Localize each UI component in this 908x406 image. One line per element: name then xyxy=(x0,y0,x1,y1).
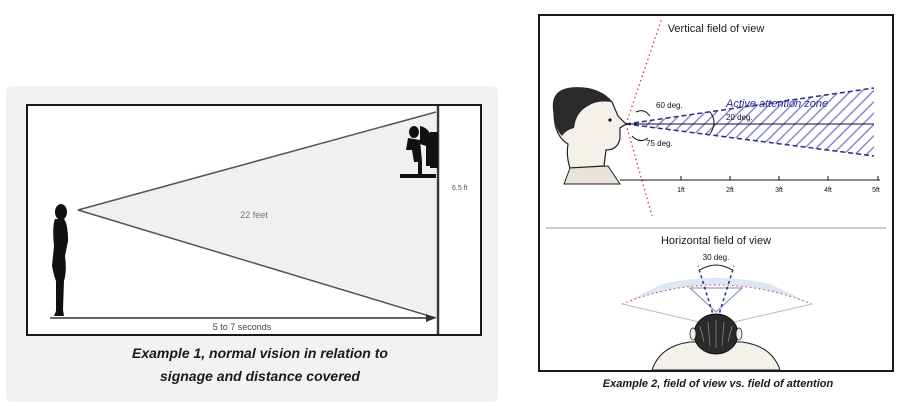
angle-75-arc xyxy=(631,135,649,142)
angle-30-arc xyxy=(699,264,733,271)
height-label: 6.5 ft xyxy=(452,185,468,192)
tick-label-4ft: 4ft xyxy=(824,187,832,194)
horizontal-attention-right xyxy=(715,265,735,325)
example1-svg: 22 feet 5 to 7 seconds 6.5 ft xyxy=(50,106,468,334)
angle-75-label: 75 deg. xyxy=(646,139,673,148)
fov-upper-line xyxy=(625,17,663,125)
example1-diagram: 22 feet 5 to 7 seconds 6.5 ft xyxy=(26,104,482,336)
axis-ticks xyxy=(680,176,879,180)
distance-label: 22 feet xyxy=(240,210,268,220)
tick-label-1ft: 1ft xyxy=(677,187,685,194)
sight-line-bottom xyxy=(77,209,437,319)
caption1-line1: Example 1, normal vision in relation to xyxy=(132,345,388,361)
angle-60-label: 60 deg. xyxy=(656,101,683,110)
attention-label: Active attention zone xyxy=(725,98,828,110)
sight-cone xyxy=(78,112,436,316)
head-topdown-icon xyxy=(651,313,781,371)
head-profile-icon xyxy=(552,87,627,185)
example1-caption: Example 1, normal vision in relation to … xyxy=(60,342,460,388)
tick-label-2ft: 2ft xyxy=(726,187,734,194)
tick-label-3ft: 3ft xyxy=(775,187,783,194)
desk-worker-icon xyxy=(400,126,438,178)
attention-lower-line xyxy=(625,123,875,157)
person-silhouette-icon xyxy=(52,204,68,316)
example2-svg: Vertical field of view Active attention … xyxy=(546,17,886,371)
fov-lower-line xyxy=(625,123,653,217)
caption1-line2: signage and distance covered xyxy=(160,368,360,384)
attention-upper-line xyxy=(625,87,875,125)
tick-label-5ft: 5ft xyxy=(872,187,880,194)
angle-20-arc xyxy=(709,111,715,135)
horizontal-fov-fan xyxy=(622,278,812,304)
sight-line-top xyxy=(77,111,437,211)
attention-zone xyxy=(626,88,874,156)
vertical-fov-title: Vertical field of view xyxy=(668,23,765,35)
example2-diagram: Vertical field of view Active attention … xyxy=(538,14,894,372)
angle-30-label: 30 deg. xyxy=(703,253,730,262)
attention-diamond xyxy=(688,287,744,313)
angle-60-arc xyxy=(635,110,651,117)
horizontal-attention-left xyxy=(697,265,717,325)
ground-arrowhead xyxy=(426,314,436,322)
time-label: 5 to 7 seconds xyxy=(213,322,272,332)
example2-caption: Example 2, field of view vs. field of at… xyxy=(602,378,834,390)
horizontal-fov-title: Horizontal field of view xyxy=(661,235,771,247)
angle-20-label: 20 deg. xyxy=(726,113,753,122)
